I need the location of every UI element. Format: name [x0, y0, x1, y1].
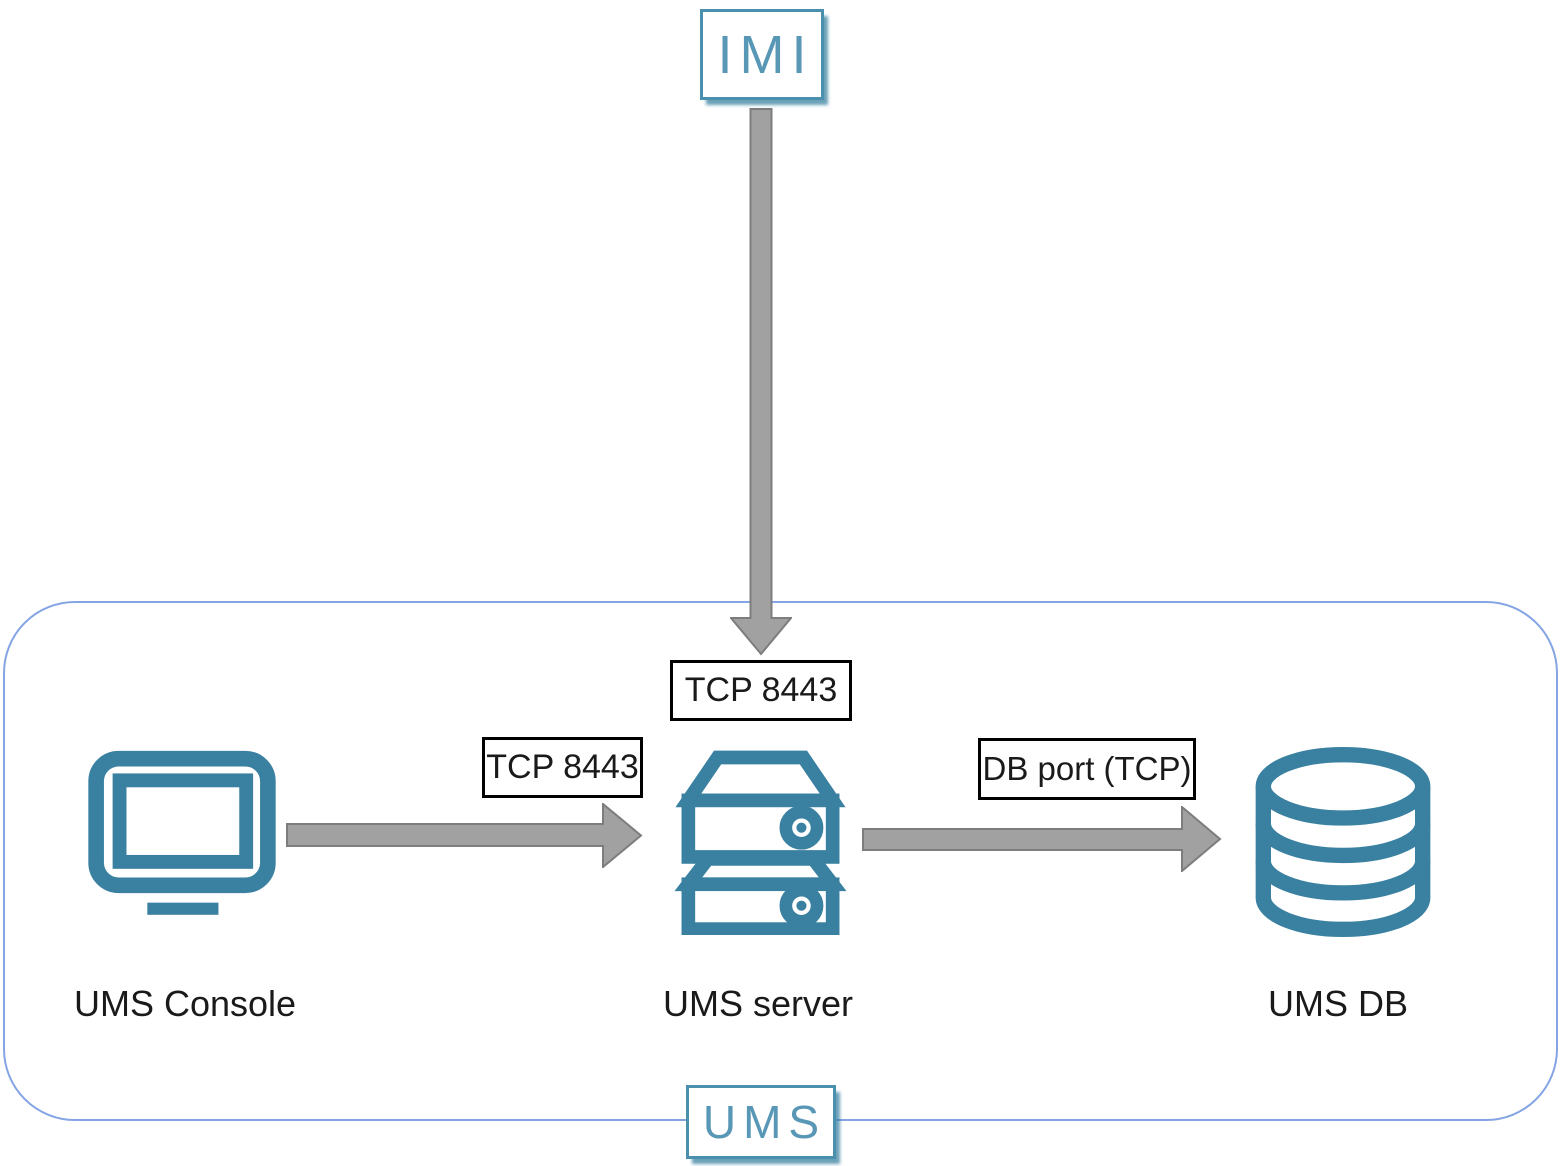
- port-label-imi-to-server: TCP 8443: [670, 660, 852, 721]
- ums-group-label: UMS: [702, 1096, 827, 1148]
- database-icon: [1255, 746, 1431, 938]
- server-icon: [674, 750, 847, 935]
- node-label-ums-server: UMS server: [662, 983, 854, 1024]
- port-label-console-to-server: TCP 8443: [482, 737, 643, 798]
- monitor-icon: [88, 750, 276, 915]
- arrow-right-icon: [286, 803, 643, 868]
- ums-group-label-box: UMS: [686, 1085, 836, 1159]
- port-label-server-to-db: DB port (TCP): [978, 738, 1196, 800]
- node-label-ums-db: UMS DB: [1267, 983, 1409, 1024]
- arrow-right-icon: [862, 806, 1222, 872]
- arrow-down-icon: [730, 108, 792, 656]
- node-label-ums-console: UMS Console: [73, 983, 297, 1024]
- imi-node: IMI: [700, 9, 824, 100]
- imi-label: IMI: [717, 24, 814, 85]
